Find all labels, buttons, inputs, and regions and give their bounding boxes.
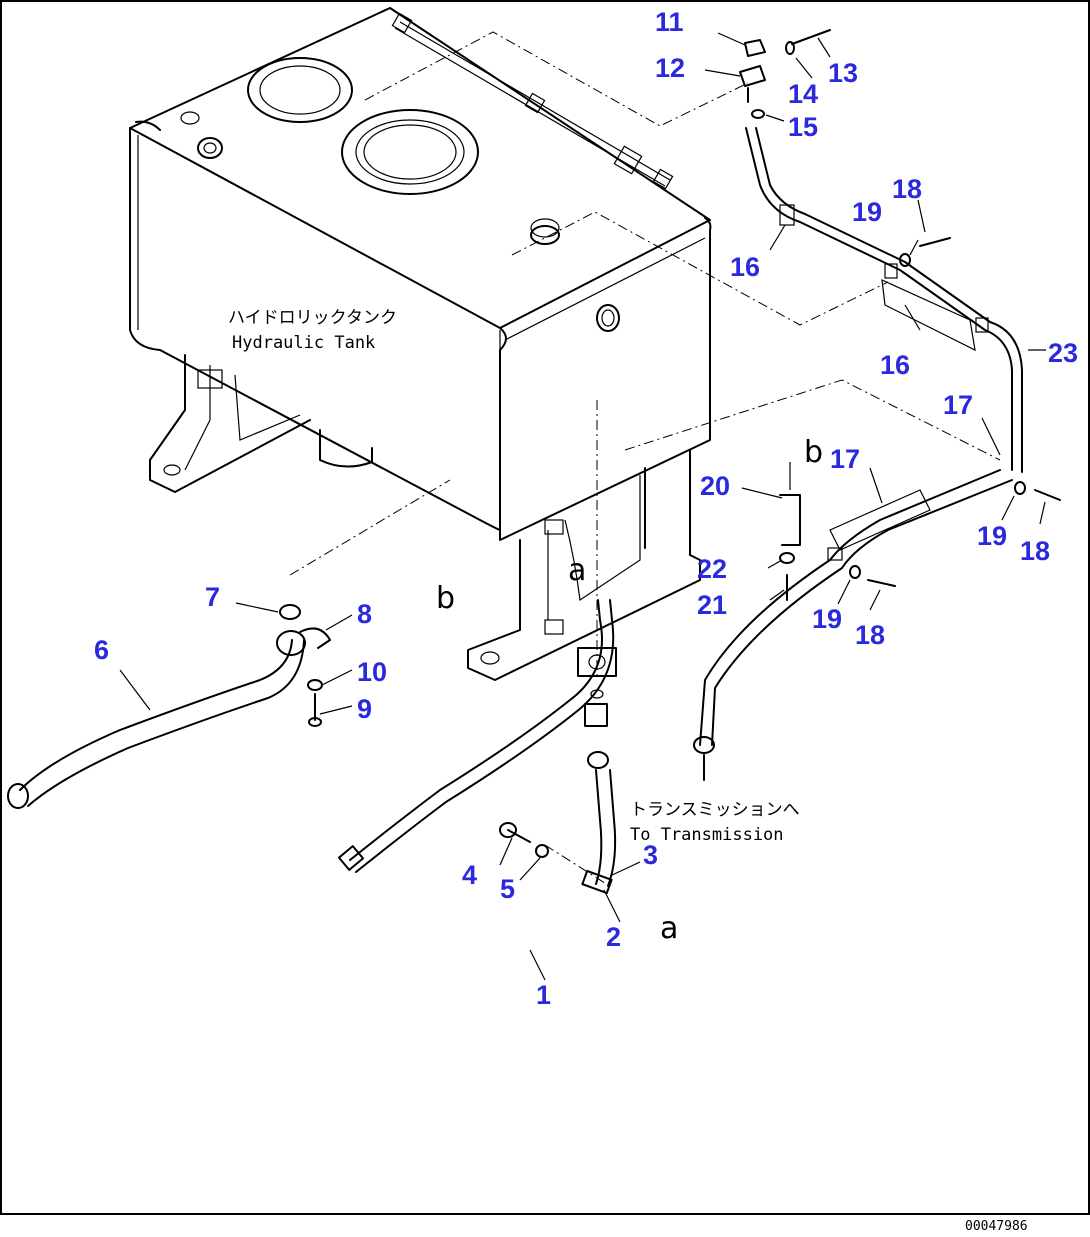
part-number-6: 6 [94, 635, 109, 665]
hydraulic-tank-drawing [129, 7, 712, 681]
part-number-1: 1 [536, 980, 551, 1010]
part-number-23: 23 [1048, 338, 1078, 368]
part-number-21: 21 [697, 590, 727, 620]
part-number-20: 20 [700, 471, 730, 501]
part-number-18-middle: 18 [855, 620, 885, 650]
transmission-label-en: To Transmission [630, 825, 784, 845]
part-number-19-top: 19 [852, 197, 882, 227]
part-number-2: 2 [606, 922, 621, 952]
part-number-13: 13 [828, 58, 858, 88]
part-number-16-upper: 16 [730, 252, 760, 282]
ref-mark-b-upper: b [804, 435, 823, 470]
part-number-16-lower: 16 [880, 350, 910, 380]
pipe-assemblies [7, 29, 1061, 895]
dash-leaders [289, 31, 1001, 886]
part-number-7: 7 [205, 582, 220, 612]
transmission-label-jp: トランスミッションへ [630, 800, 800, 820]
drawing-number: 00047986 [965, 1219, 1028, 1234]
tank-label-jp: ハイドロリックタンク [228, 308, 397, 328]
tank-label-en: Hydraulic Tank [232, 333, 375, 353]
ref-mark-a-upper: a [568, 553, 586, 588]
part-number-8: 8 [357, 599, 372, 629]
part-number-19-right: 19 [977, 521, 1007, 551]
part-number-18-right: 18 [1020, 536, 1050, 566]
part-number-10: 10 [357, 657, 387, 687]
part-number-4: 4 [462, 860, 477, 890]
part-number-9: 9 [357, 694, 372, 724]
part-number-19-middle: 19 [812, 604, 842, 634]
part-numbers: 1 2 3 4 5 6 7 8 9 10 11 12 13 14 15 16 1… [94, 7, 1078, 1010]
part-number-17-upper: 17 [943, 390, 973, 420]
part-number-14: 14 [788, 79, 818, 109]
ref-mark-a-lower: a [660, 911, 678, 946]
part-number-17-lower: 17 [830, 444, 860, 474]
part-number-18-top: 18 [892, 174, 922, 204]
ref-mark-b-lower: b [436, 581, 455, 616]
part-number-22: 22 [697, 554, 727, 584]
part-number-12: 12 [655, 53, 685, 83]
part-number-5: 5 [500, 874, 515, 904]
part-number-3: 3 [643, 840, 658, 870]
tank-label: ハイドロリックタンク Hydraulic Tank [228, 308, 397, 353]
part-number-11: 11 [655, 7, 684, 37]
part-number-15: 15 [788, 112, 818, 142]
number-leaders [119, 32, 1046, 981]
transmission-label: トランスミッションへ To Transmission [630, 800, 800, 845]
